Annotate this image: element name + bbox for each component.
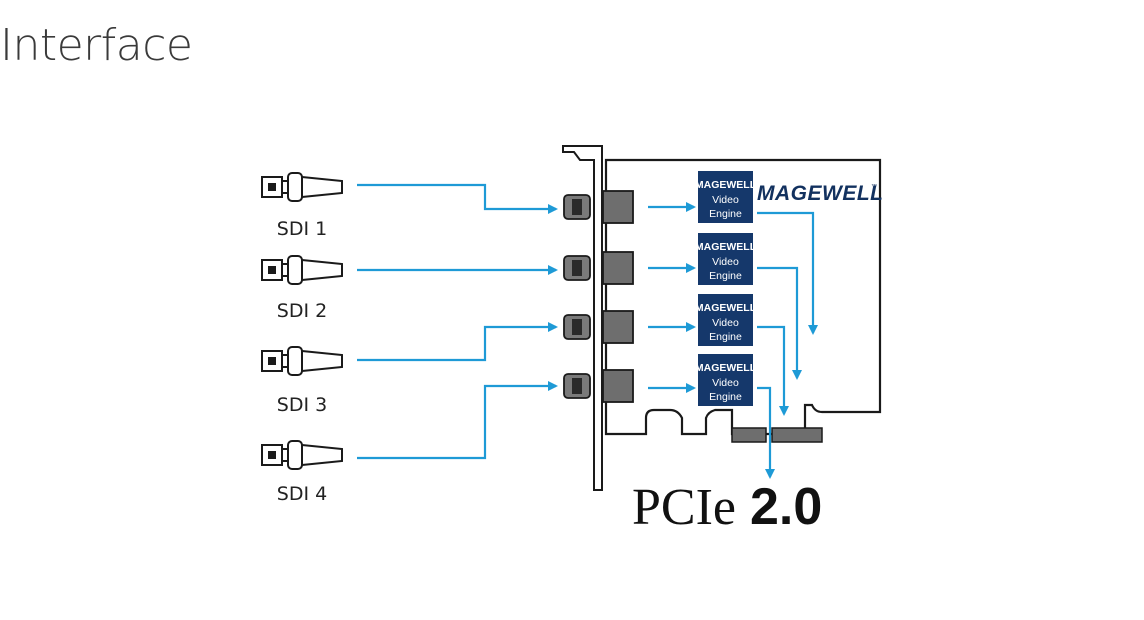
sdi-connector-3: SDI 3: [261, 346, 343, 416]
arrow-sdi-3: [357, 322, 558, 362]
engine-brand: MAGEWELL: [695, 362, 757, 374]
input-arrows: [357, 183, 558, 460]
sdi-connector-4: SDI 4: [261, 440, 343, 505]
arrow-engine-bus-3: [757, 325, 789, 416]
engine-line-video: Video: [712, 256, 739, 268]
engine-line-engine: Engine: [709, 391, 742, 403]
engine-arrows: [648, 202, 696, 393]
engine-line-engine: Engine: [709, 208, 742, 220]
arrow-engine-bus-2: [757, 266, 802, 380]
capture-card: MAGEWELL Video Engine MAGEWELL Video Eng…: [562, 145, 883, 491]
video-engine-1: MAGEWELL Video Engine: [695, 171, 757, 223]
engine-line-engine: Engine: [709, 331, 742, 343]
pcie-bus-version: 2.0: [750, 478, 822, 536]
pcie-edge-connector: [731, 427, 767, 443]
arrow-engine-bus-1: [757, 211, 818, 335]
video-engine-3: MAGEWELL Video Engine: [695, 294, 757, 346]
sdi-label: SDI 4: [277, 483, 327, 505]
pcie-edge-connector: [771, 427, 823, 443]
sdi-label: SDI 1: [277, 218, 327, 240]
engine-line-video: Video: [712, 317, 739, 329]
bnc-connector-icon: [261, 440, 343, 470]
bnc-connector-icon: [261, 255, 343, 285]
arrow-engine-bus-4: [757, 386, 775, 479]
arrow-sdi-4: [357, 381, 558, 460]
bnc-connector-icon: [261, 346, 343, 376]
bnc-port-3: [563, 310, 634, 344]
bnc-port-1: [563, 190, 634, 224]
engine-line-engine: Engine: [709, 270, 742, 282]
trademark-symbol: ™: [871, 183, 877, 190]
arrow-sdi-1: [357, 183, 558, 214]
mounting-bracket: [562, 145, 603, 491]
video-engine-2: MAGEWELL Video Engine: [695, 233, 757, 285]
engine-brand: MAGEWELL: [695, 241, 757, 253]
sdi-label: SDI 2: [277, 300, 327, 322]
sdi-label: SDI 3: [277, 394, 327, 416]
brand-logo: MAGEWELL: [757, 182, 883, 205]
pcie-bus-name: PCIe: [632, 479, 736, 536]
engine-brand: MAGEWELL: [695, 179, 757, 191]
engine-line-video: Video: [712, 194, 739, 206]
page-title: Interface: [0, 20, 193, 71]
bnc-port-4: [563, 369, 634, 403]
bus-arrows: [757, 211, 818, 479]
sdi-connector-2: SDI 2: [261, 255, 343, 322]
bnc-connector-icon: [261, 172, 343, 202]
engine-brand: MAGEWELL: [695, 302, 757, 314]
engine-line-video: Video: [712, 377, 739, 389]
video-engine-4: MAGEWELL Video Engine: [695, 354, 757, 406]
bnc-port-2: [563, 251, 634, 285]
sdi-connector-1: SDI 1: [261, 172, 343, 240]
